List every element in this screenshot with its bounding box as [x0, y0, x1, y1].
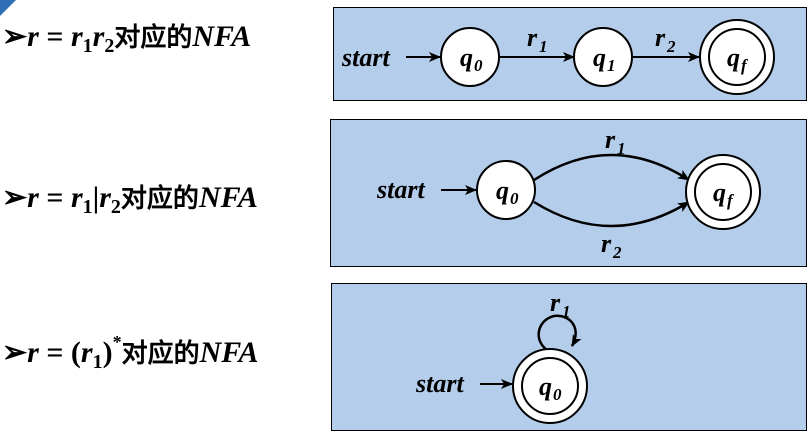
- start-label: start: [341, 43, 390, 72]
- start-label: start: [376, 175, 425, 204]
- self-loop-r1: [537, 314, 582, 354]
- svg-text:q: q: [593, 43, 606, 72]
- nfa-concatenation-diagram: start q 0 r 1 q 1 r 2 q f: [341, 19, 775, 95]
- svg-text:1: 1: [562, 302, 571, 321]
- svg-text:f: f: [727, 191, 735, 210]
- transition-r1: [533, 153, 690, 182]
- svg-text:f: f: [741, 56, 749, 75]
- rule-concatenation: ➢r = r1r2对应的NFA: [2, 20, 252, 57]
- rule-union: ➢r = r1|r2对应的NFA: [2, 181, 258, 218]
- svg-text:0: 0: [474, 56, 483, 75]
- svg-text:q: q: [713, 178, 726, 207]
- nfa-concatenation-panel: start q 0 r 1 q 1 r 2 q f: [333, 7, 807, 101]
- svg-text:q: q: [460, 43, 473, 72]
- svg-text:r: r: [550, 288, 561, 317]
- svg-text:2: 2: [666, 37, 676, 56]
- svg-text:q: q: [496, 176, 509, 205]
- svg-text:1: 1: [607, 56, 616, 75]
- state-q0: [476, 160, 536, 220]
- start-final-state-q0: [512, 348, 588, 424]
- nfa-star-panel: r 1 start q 0: [331, 283, 807, 431]
- svg-text:q: q: [727, 43, 740, 72]
- svg-text:0: 0: [510, 189, 519, 208]
- transition-r2: [533, 200, 690, 228]
- nfa-union-diagram: start q 0 r 1 r 2 q f: [376, 125, 761, 262]
- final-state-qf: [699, 19, 775, 95]
- rule-kleene-star: ➢r = (r1)*对应的NFA: [2, 332, 259, 373]
- corner-accent: [0, 0, 16, 16]
- nfa-star-diagram: r 1 start q 0: [415, 288, 588, 424]
- bullet-arrow-icon: ➢: [2, 181, 28, 214]
- svg-text:r: r: [605, 125, 616, 154]
- final-state-qf: [685, 154, 761, 230]
- svg-text:r: r: [601, 229, 612, 258]
- bullet-arrow-icon: ➢: [2, 20, 28, 53]
- svg-text:q: q: [539, 372, 552, 401]
- svg-text:r: r: [527, 23, 538, 52]
- svg-text:0: 0: [553, 385, 562, 404]
- svg-text:1: 1: [539, 37, 548, 56]
- bullet-arrow-icon: ➢: [2, 336, 28, 369]
- start-label: start: [415, 369, 464, 398]
- svg-text:r: r: [655, 23, 666, 52]
- svg-text:2: 2: [612, 243, 622, 262]
- nfa-union-panel: start q 0 r 1 r 2 q f: [330, 119, 807, 267]
- svg-text:1: 1: [617, 139, 626, 158]
